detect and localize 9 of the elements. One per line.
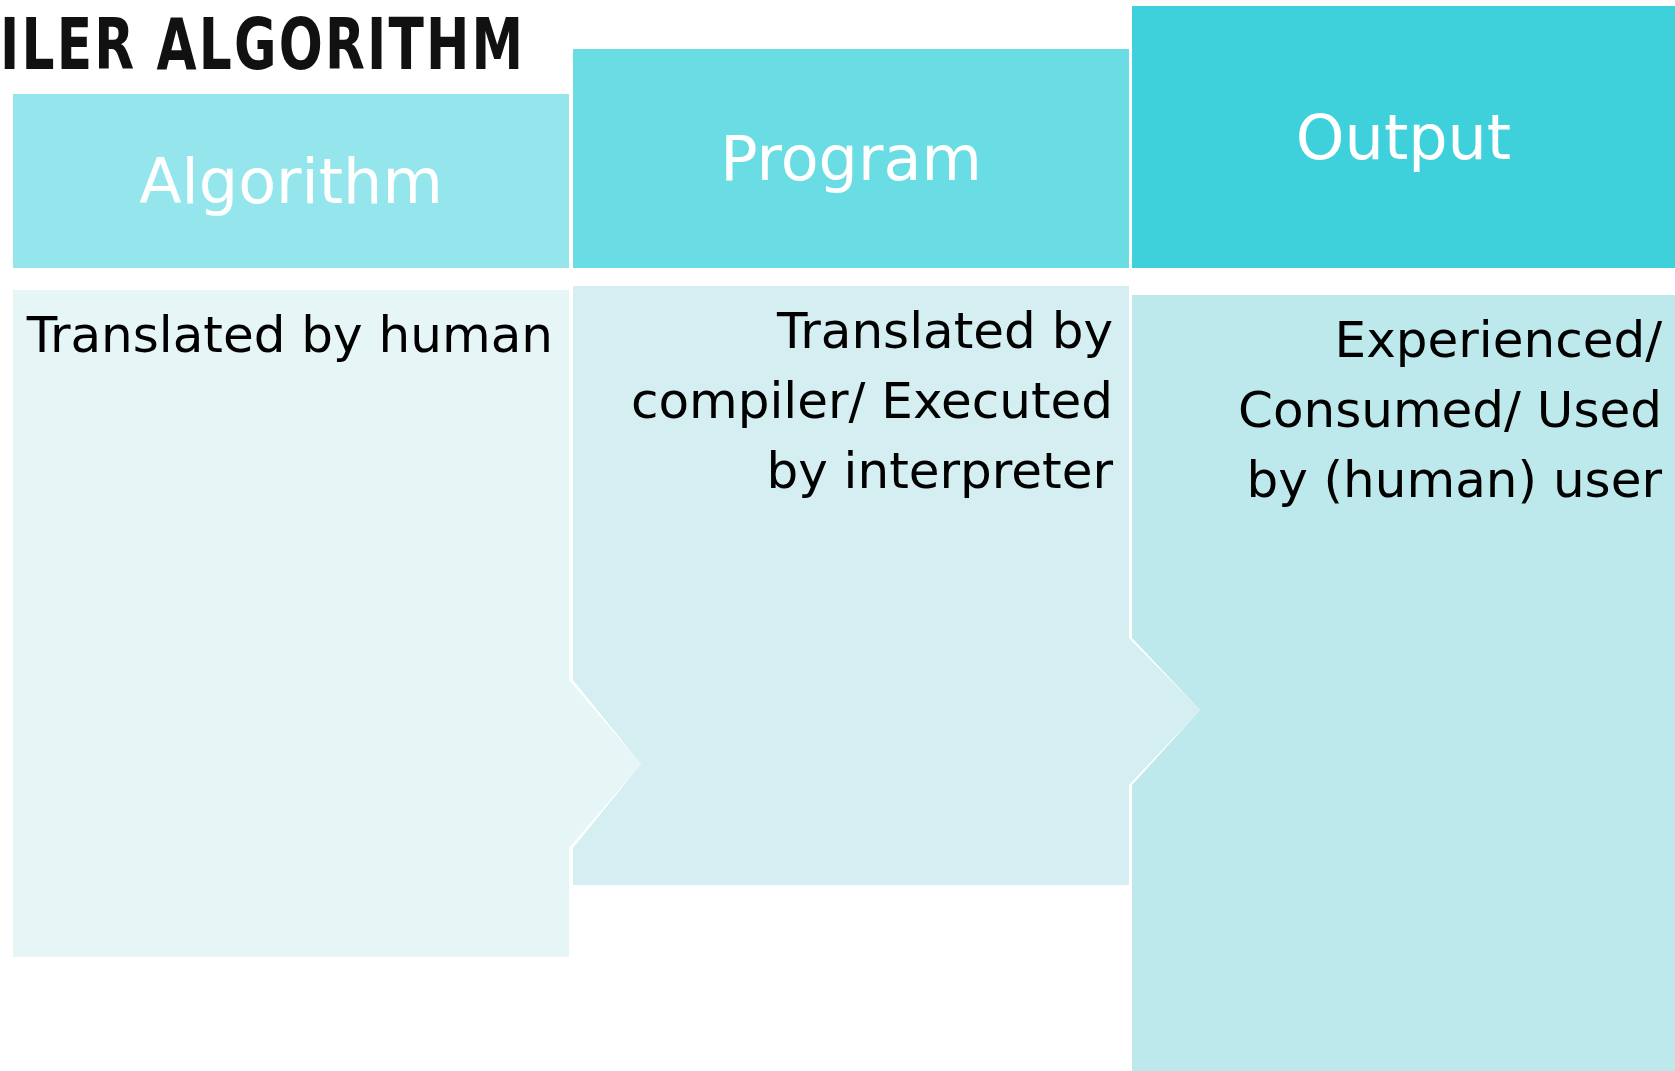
- column-header: Algorithm: [13, 94, 569, 268]
- panel-text: Translated by compiler/ Executed by interpreter: [629, 301, 1113, 502]
- panel-text: Experienced/ Consumed/ Used by (human) user: [1236, 310, 1662, 511]
- chevron-panel: [573, 286, 1200, 885]
- chevron-panel: [1132, 295, 1675, 1071]
- panel-text: Translated by human: [25, 305, 553, 366]
- title: ILER ALGORITHM: [0, 2, 526, 86]
- column-header: Program: [573, 49, 1129, 268]
- column-header: Output: [1132, 6, 1675, 268]
